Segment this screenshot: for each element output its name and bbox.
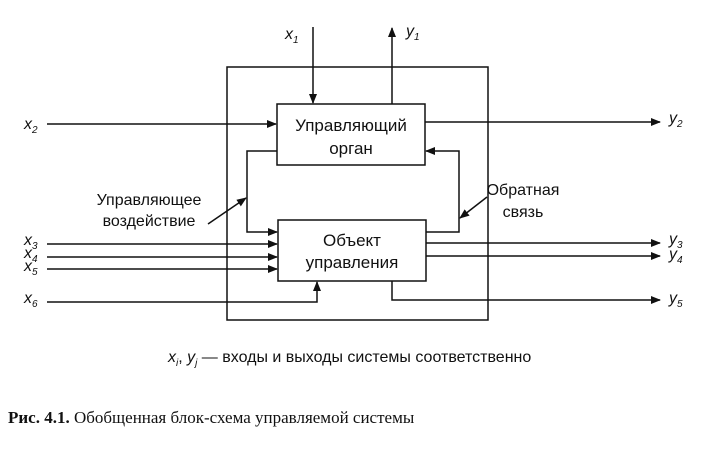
arrow-y5 <box>391 281 661 304</box>
object-block-line1: Объект <box>323 231 381 250</box>
feedback-pointer <box>459 196 488 219</box>
label-x4: x4 <box>23 245 38 265</box>
label-y2: y2 <box>668 110 683 130</box>
feedback-line <box>425 147 460 233</box>
control-action-label-line2: воздействие <box>103 213 196 230</box>
control-block-line1: Управляющий <box>295 116 407 135</box>
object-block <box>277 219 427 282</box>
system-boundary <box>226 66 489 321</box>
control-block-line2: орган <box>329 139 373 158</box>
control-action-label-line1: Управляющее <box>97 192 202 209</box>
label-x5: x5 <box>23 258 38 278</box>
feedback-label-line2: связь <box>503 204 544 221</box>
control-action-pointer <box>207 197 247 225</box>
label-x2: x2 <box>23 116 38 136</box>
object-block-line2: управления <box>306 253 399 272</box>
figure-caption: Рис. 4.1. Обобщенная блок-схема управляе… <box>8 408 415 427</box>
label-y4: y4 <box>668 246 683 266</box>
feedback-label-line1: Обратная <box>487 182 560 199</box>
label-x1: x1 <box>284 26 299 46</box>
legend: xi, yj — входы и выходы системы соответс… <box>167 349 531 369</box>
label-x6: x6 <box>23 290 38 310</box>
label-y3: y3 <box>668 231 683 251</box>
label-y1: y1 <box>405 23 420 43</box>
label-y5: y5 <box>668 290 683 310</box>
label-x3: x3 <box>23 232 38 252</box>
arrow-x6 <box>47 281 321 303</box>
control-action-line <box>246 150 278 236</box>
control-block <box>276 103 426 166</box>
